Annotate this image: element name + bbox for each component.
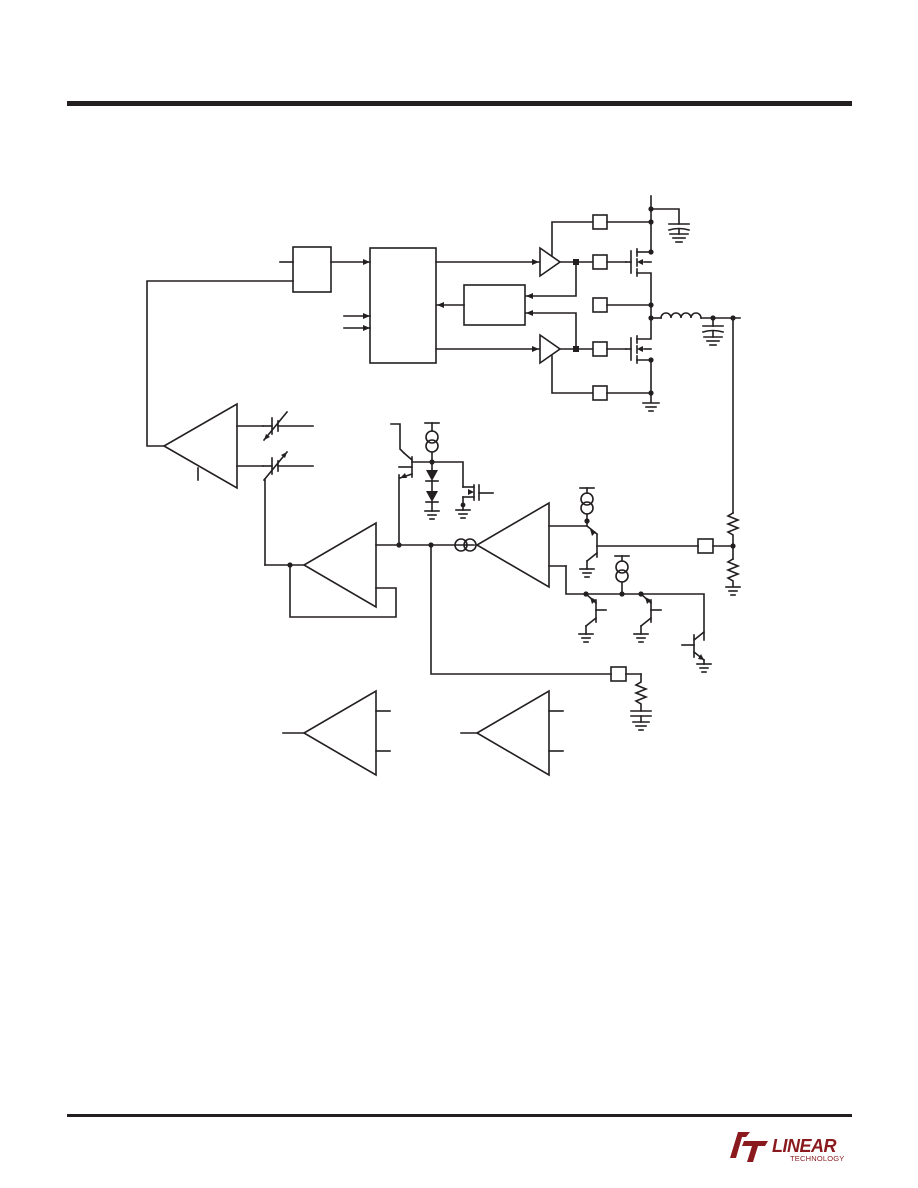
sense-transistor	[579, 524, 699, 578]
bottom-gate-driver	[539, 333, 562, 365]
spare-amplifier-right	[475, 689, 550, 777]
top-gate-driver	[539, 246, 562, 278]
footer-rule	[67, 1114, 852, 1117]
bottom-mosfet	[625, 304, 652, 403]
current-source-1	[424, 422, 440, 471]
bottom-driver-node-dot	[573, 346, 579, 352]
mirror-transistor-3	[681, 630, 712, 673]
feedback-divider	[725, 511, 741, 596]
inductor	[650, 312, 741, 319]
pin-ith	[610, 666, 627, 682]
linear-technology-logo: LINEAR TECHNOLOGY	[730, 1132, 845, 1163]
comparator-to-oscillator-wire	[146, 280, 294, 447]
top-driver-node-dot	[573, 259, 579, 265]
top-mosfet	[625, 248, 652, 306]
pin-bg	[592, 341, 608, 357]
transconductance-amplifier	[475, 501, 550, 589]
error-amplifier	[302, 521, 377, 609]
input-capacitor	[650, 208, 690, 243]
brand-tagline: TECHNOLOGY	[790, 1154, 845, 1163]
header-rule	[67, 101, 852, 106]
pin-pgnd	[592, 385, 608, 401]
pin-boost	[592, 214, 608, 230]
oscillator-box	[292, 246, 332, 293]
current-source-2	[579, 487, 595, 527]
run-fet	[431, 461, 494, 519]
pin-vfb	[697, 538, 714, 554]
shoot-through-box	[463, 284, 526, 326]
diode-stack	[424, 470, 440, 520]
offset-source-top	[262, 410, 314, 442]
mirror-transistor-1	[578, 592, 607, 643]
pwm-comparator	[162, 402, 238, 490]
clamp-transistor	[390, 423, 433, 546]
pin-tg	[592, 254, 608, 270]
bottom-driver-feedback-wire	[525, 310, 577, 350]
output-capacitor	[702, 317, 724, 346]
pin-sw	[592, 297, 608, 313]
brand-name: LINEAR	[772, 1136, 837, 1156]
offset-source-bottom	[262, 450, 314, 482]
pgnd-ground	[642, 402, 660, 412]
ith-rc-network	[630, 673, 652, 731]
spare-amplifier-left	[302, 689, 377, 777]
mirror-transistor-2	[633, 592, 662, 643]
control-logic-box	[369, 247, 437, 364]
top-driver-feedback-wire	[525, 261, 577, 299]
current-source-3	[614, 555, 630, 595]
